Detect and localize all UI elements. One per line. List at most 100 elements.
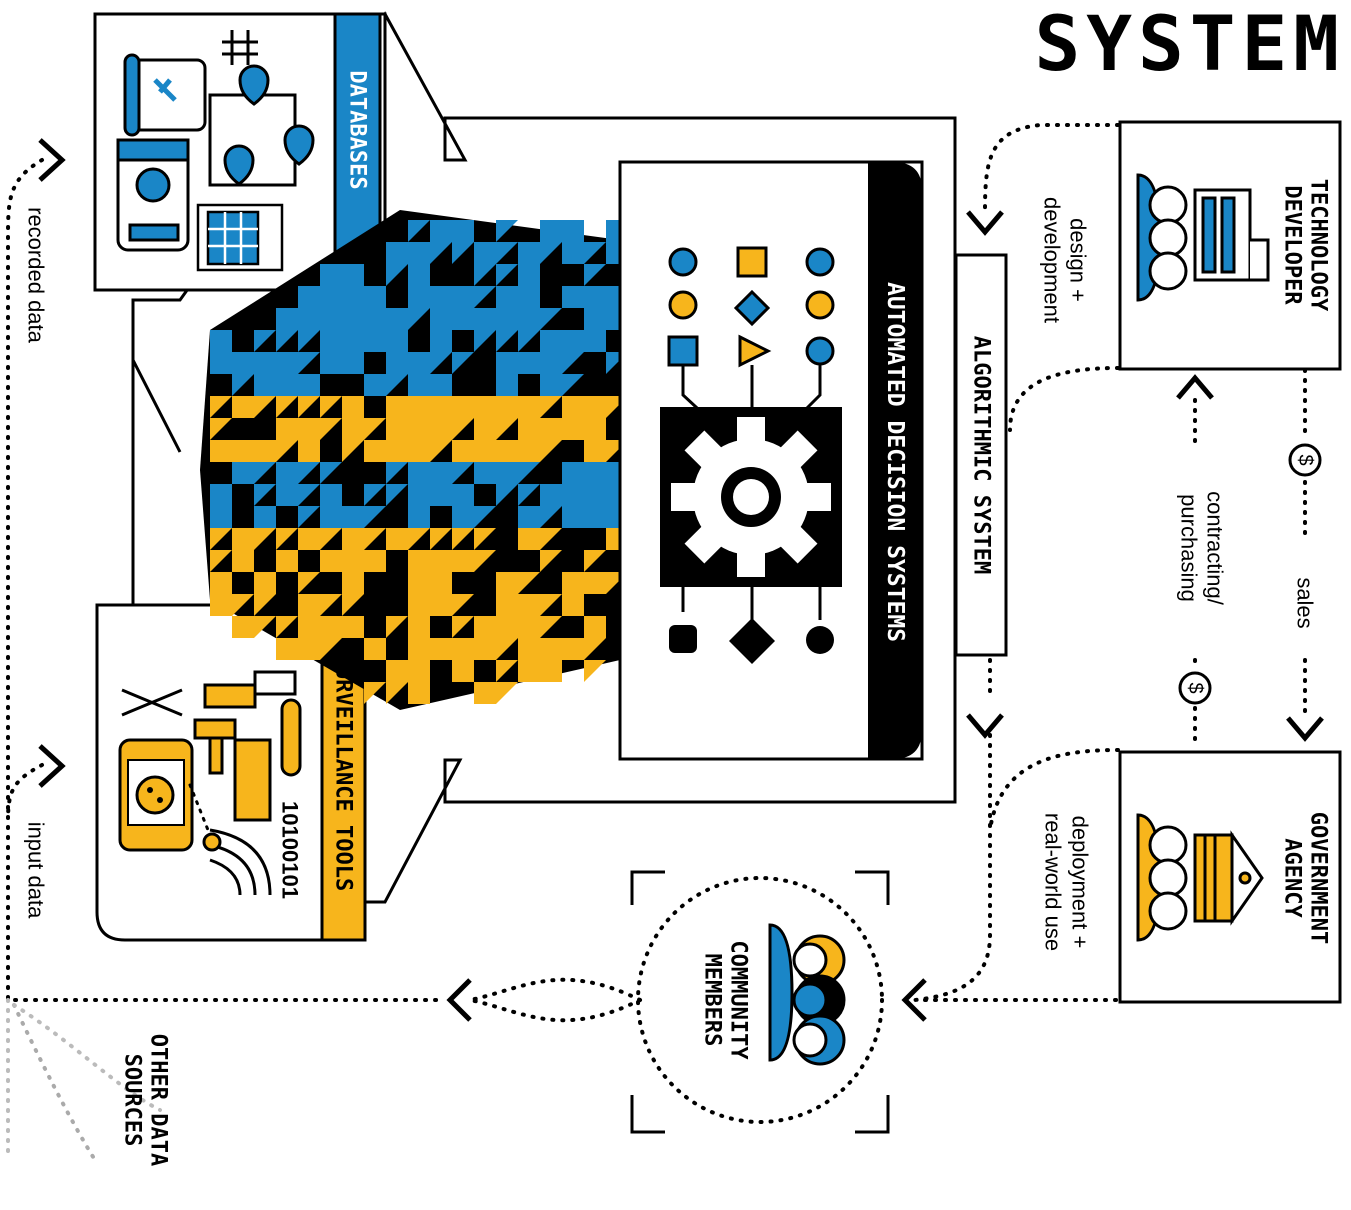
block-pixel	[584, 550, 606, 572]
block-pixel	[386, 242, 408, 264]
databases-panel: DATABASES	[93, 12, 387, 292]
block-pixel	[364, 440, 386, 462]
block-pixel	[430, 462, 452, 484]
block-pixel	[474, 286, 496, 308]
block-pixel	[562, 462, 584, 484]
block-pixel	[276, 396, 298, 418]
flow-lines	[6, 123, 1307, 1162]
block-pixel	[496, 396, 518, 418]
block-pixel	[452, 220, 474, 242]
block-pixel	[320, 308, 342, 330]
block-pixel	[496, 418, 518, 440]
block-pixel	[430, 418, 452, 440]
grid-document-icon	[196, 203, 284, 272]
block-pixel	[474, 396, 496, 418]
block-pixel	[496, 374, 518, 396]
block-pixel	[540, 484, 562, 506]
block-pixel	[210, 528, 232, 550]
block-pixel	[408, 352, 430, 374]
block-pixel	[496, 440, 518, 462]
block-pixel	[254, 616, 276, 638]
block-pixel	[320, 396, 342, 418]
block-pixel	[562, 330, 584, 352]
block-pixel	[320, 286, 342, 308]
block-pixel	[584, 396, 606, 418]
government-building-icon	[1193, 830, 1264, 926]
block-pixel	[430, 572, 452, 594]
block-pixel	[562, 572, 584, 594]
block-pixel	[474, 308, 496, 330]
block-pixel	[298, 638, 320, 660]
block-pixel	[518, 660, 540, 682]
block-pixel	[518, 286, 540, 308]
block-pixel	[452, 660, 474, 682]
block-pixel	[562, 638, 584, 660]
government-agency-box: GOVERNMENT AGENCY	[1118, 750, 1342, 1004]
input-shapes	[667, 246, 835, 368]
block-pixel	[474, 682, 496, 704]
block-pixel	[364, 550, 386, 572]
block-pixel	[320, 418, 342, 440]
block-pixel	[342, 616, 364, 638]
block-pixel	[540, 220, 562, 242]
block-pixel	[430, 352, 452, 374]
block-pixel	[298, 352, 320, 374]
block-pixel	[210, 440, 232, 462]
block-pixel	[342, 264, 364, 286]
block-pixel	[540, 308, 562, 330]
block-pixel	[364, 330, 386, 352]
block-pixel	[540, 418, 562, 440]
block-pixel	[518, 352, 540, 374]
block-pixel	[386, 528, 408, 550]
block-pixel	[210, 594, 232, 616]
contracting-currency-symbol: $	[1184, 682, 1206, 693]
block-pixel	[518, 506, 540, 528]
sales-currency-badge	[1288, 443, 1322, 477]
block-pixel	[364, 506, 386, 528]
block-pixel	[496, 330, 518, 352]
block-pixel	[408, 660, 430, 682]
block-pixel	[474, 418, 496, 440]
block-pixel	[210, 550, 232, 572]
recorded-data-label: recorded data	[24, 207, 49, 344]
block-pixel	[496, 616, 518, 638]
block-pixel	[386, 374, 408, 396]
block-pixel	[496, 484, 518, 506]
block-pixel	[342, 528, 364, 550]
block-pixel	[408, 638, 430, 660]
cctv-camera-icon	[193, 670, 302, 852]
block-pixel	[276, 638, 298, 660]
block-pixel	[342, 594, 364, 616]
block-pixel	[276, 418, 298, 440]
block-pixel	[298, 330, 320, 352]
block-pixel	[584, 242, 606, 264]
block-pixel	[342, 308, 364, 330]
block-pixel	[562, 396, 584, 418]
block-pixel	[540, 638, 562, 660]
block-pixel	[254, 374, 276, 396]
block-pixel	[496, 682, 518, 704]
block-pixel	[408, 286, 430, 308]
block-pixel	[232, 550, 254, 572]
block-pixel	[408, 440, 430, 462]
block-pixel	[276, 440, 298, 462]
gavel-document-icon	[123, 53, 207, 137]
block-pixel	[562, 418, 584, 440]
block-pixel	[540, 352, 562, 374]
block-pixel	[320, 594, 342, 616]
block-pixel	[298, 506, 320, 528]
surveillance-label: SURVEILLANCE TOOLS	[331, 653, 356, 891]
block-pixel	[276, 616, 298, 638]
block-pixel	[342, 506, 364, 528]
block-pixel	[496, 264, 518, 286]
block-pixel	[254, 330, 276, 352]
block-pixel	[474, 528, 496, 550]
block-pixel	[584, 616, 606, 638]
block-pixel	[298, 308, 320, 330]
government-label-line1: GOVERNMENT	[1306, 812, 1331, 944]
block-pixel	[408, 506, 430, 528]
block-pixel	[430, 308, 452, 330]
block-pixel	[540, 550, 562, 572]
block-pixel	[254, 506, 276, 528]
